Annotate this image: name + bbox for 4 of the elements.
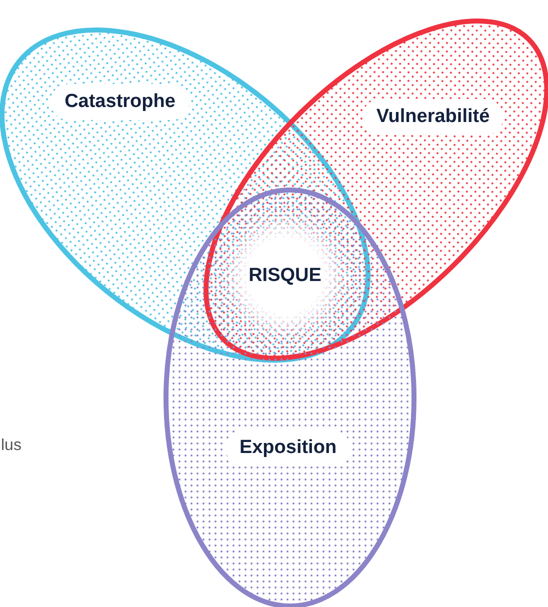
set-label: Vulnerabilité bbox=[362, 98, 504, 135]
set-label: RISQUE bbox=[248, 264, 322, 288]
note-text: lus bbox=[1, 437, 22, 455]
set-label: Catastrophe bbox=[50, 84, 190, 120]
